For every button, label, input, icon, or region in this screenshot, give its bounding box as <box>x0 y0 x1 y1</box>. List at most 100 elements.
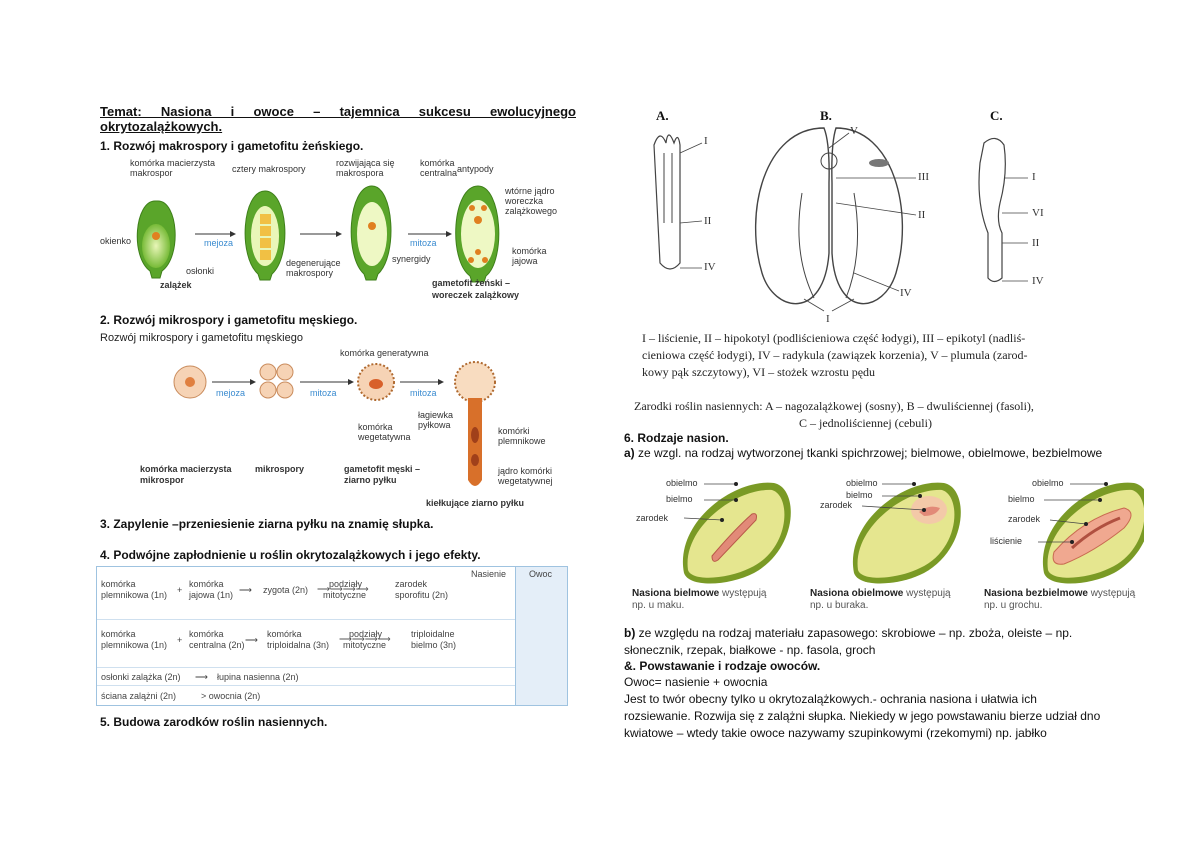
B-II: II <box>918 209 926 221</box>
heading-3: 3. Zapylenie –przeniesienie ziarna pyłku… <box>100 517 434 531</box>
lbl-generatywna: komórka generatywna <box>340 348 429 358</box>
lbl-mac1: komórka macierzysta <box>140 464 232 474</box>
figure-macrospore: komórka macierzysta makrospor cztery mak… <box>100 156 570 306</box>
lbl-oslonki: osłonki <box>186 266 215 276</box>
r3-b: łupina nasienna (2n) <box>217 672 299 682</box>
r1-c: zygota (2n) <box>263 585 309 595</box>
r1-a1: komórka <box>101 579 136 589</box>
C-VI: VI <box>1032 207 1044 219</box>
r3-a: osłonki zalążka (2n) <box>101 672 181 682</box>
r2-b1: komórka <box>189 629 224 639</box>
embryo-B-label: B. <box>820 108 832 123</box>
lbl-gam2: woreczek zalążkowy <box>432 290 520 300</box>
microspore-diagram <box>173 361 496 486</box>
lbl-gam1: gametofit żeński – <box>432 278 511 288</box>
s1-zarodek: zarodek <box>636 513 669 523</box>
arrow: ⟶⟶⟶⟶ <box>339 634 391 644</box>
B-III: III <box>918 171 929 183</box>
lbl-mejoza2: mejoza <box>216 388 246 398</box>
B-V: V <box>850 125 858 137</box>
lbl-mitoza2b: mitoza <box>410 388 437 398</box>
lbl-mitoza: mitoza <box>410 238 437 248</box>
lbl-plemnik2: plemnikowe <box>498 436 546 446</box>
figure-microspore: Rozwój mikrospory i gametofitu męskiego … <box>100 330 570 510</box>
heading-4: 4. Podwójne zapłodnienie u roślin okryto… <box>100 548 481 562</box>
s2-caption: Nasiona obielmowe występują np. u buraka… <box>810 588 951 611</box>
embryo-legend: I – liścienie, II – hipokotyl (podliście… <box>642 331 1028 379</box>
para-6b: b) ze względu na rodzaj materiału zapaso… <box>624 626 1073 657</box>
lbl-degen2: makrospory <box>286 268 334 278</box>
lbl-kom-wege2: wegetatywna <box>358 432 411 442</box>
lbl-degen1: degenerujące <box>286 258 341 268</box>
s3-caption: Nasiona bezbielmowe występują np. u groc… <box>984 588 1136 611</box>
heading-6: 6. Rodzaje nasion. <box>624 431 729 445</box>
lbl-mac2: mikrospor <box>140 475 185 485</box>
r2-e1: triploidalne <box>411 629 455 639</box>
figure-seeds: obielmo bielmo zarodek obielmo bielmo za… <box>624 468 1151 618</box>
s1-bielmo: bielmo <box>666 494 693 504</box>
B-IV: IV <box>900 287 912 299</box>
heading-1: 1. Rozwój makrospory i gametofitu żeński… <box>100 139 364 153</box>
heading-2: 2. Rozwój mikrospory i gametofitu męskie… <box>100 313 358 327</box>
seeds-diagram <box>682 482 1151 584</box>
lbl-jadro1: jądro komórki <box>498 466 553 476</box>
r2-a2: plemnikowa (1n) <box>101 640 168 650</box>
r2-d2: mitotyczne <box>343 640 387 650</box>
para-8: Owoc= nasienie + owocnia Jest to twór ob… <box>624 675 1101 740</box>
lbl-wtorne3: zalążkowego <box>505 206 558 216</box>
s1-obielmo: obielmo <box>666 478 698 488</box>
heading-8: &. Powstawanie i rodzaje owoców. <box>624 659 821 673</box>
fig2-caption: Rozwój mikrospory i gametofitu męskiego <box>100 332 303 344</box>
embryo-A-label: A. <box>656 108 669 123</box>
lbl-gam2a: gametofit męski – <box>344 464 421 474</box>
embryos-diagram <box>653 127 1028 312</box>
lbl-komorka-j: komórka <box>512 246 547 256</box>
hdr-nasienie: Nasienie <box>471 569 507 579</box>
hdr-owoc: Owoc <box>529 569 553 579</box>
r1-b2: jajowa (1n) <box>189 590 234 600</box>
plus: + <box>177 585 183 595</box>
lbl-mitoza2a: mitoza <box>310 388 337 398</box>
r2-b2: centralna (2n) <box>189 640 245 650</box>
lbl-makrospor: makrospor <box>130 168 173 178</box>
s2-zarodek: zarodek <box>820 500 853 510</box>
s3-liscienie: liścienie <box>990 536 1023 546</box>
s2-obielmo: obielmo <box>846 478 878 488</box>
lbl-antypody: antypody <box>457 164 494 174</box>
lbl-lagiewka1: łagiewka <box>418 410 454 420</box>
C-I: I <box>1032 171 1036 183</box>
arrow: ⟶ <box>195 672 208 682</box>
lbl-jajowa: jajowa <box>512 256 538 266</box>
r2-a1: komórka <box>101 629 136 639</box>
lbl-lagiewka2: pyłkowa <box>418 420 451 430</box>
s1-caption: Nasiona bielmowe występują np. u maku. <box>632 588 767 611</box>
lbl-plemnik1: komórki <box>498 426 530 436</box>
r2-d1: podziały <box>349 629 383 639</box>
A-IV: IV <box>704 261 716 273</box>
arrow: ⟶ <box>245 635 258 645</box>
r2-c1: komórka <box>267 629 302 639</box>
row-divider <box>97 667 515 668</box>
s3-obielmo: obielmo <box>1032 478 1064 488</box>
C-II: II <box>1032 237 1040 249</box>
heading-5: 5. Budowa zarodków roślin nasiennych. <box>100 715 328 729</box>
r1-b1: komórka <box>189 579 224 589</box>
arrow: ⟶ <box>239 585 252 595</box>
lbl-wtorne2: woreczka <box>505 196 544 206</box>
row-divider <box>97 685 515 686</box>
lbl-mejoza: mejoza <box>204 238 234 248</box>
lbl-centralna: centralna <box>420 168 458 178</box>
lbl-komorka-mac: komórka macierzysta <box>130 158 216 168</box>
lbl-synergidy: synergidy <box>392 254 431 264</box>
macrospore-diagram <box>136 185 500 283</box>
s2-bielmo: bielmo <box>846 490 873 500</box>
lbl-kielkujace: kiełkujące ziarno pyłku <box>426 498 525 508</box>
B-I: I <box>826 313 830 325</box>
r1-d1: podziały <box>329 579 363 589</box>
C-IV: IV <box>1032 275 1044 287</box>
lbl-rozwijajaca: rozwijająca się <box>336 158 395 168</box>
page-title: Temat: Nasiona i owoce – tajemnica sukce… <box>100 104 576 134</box>
plus: + <box>177 635 183 645</box>
lbl-okienko: okienko <box>100 236 132 246</box>
r2-e2: bielmo (3n) <box>411 640 457 650</box>
